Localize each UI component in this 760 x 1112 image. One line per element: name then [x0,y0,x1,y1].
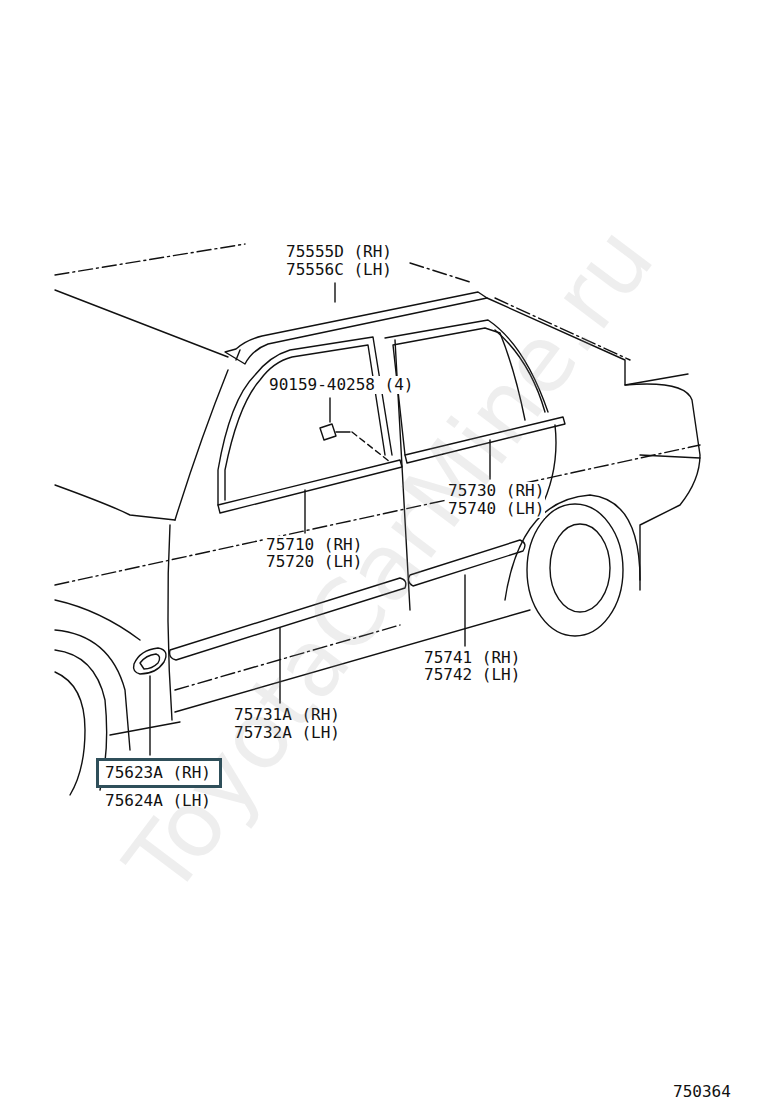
a-pillar [175,370,228,520]
leader-line [329,398,330,422]
roof-molding [225,292,487,364]
roof-molding-end [236,350,240,360]
rear-tire [527,504,623,636]
rear-end [625,384,700,590]
front-window-frame [218,337,392,505]
watermark: ToyotaCarMine.ru [105,207,674,913]
leader-line [304,490,305,533]
part-number: 75742 (LH) [423,666,521,684]
leader-line [334,283,335,302]
roof-line [55,244,245,275]
part-number: 90159-40258 (4) [268,376,415,394]
rocker-line [110,722,180,735]
roof-line [410,263,470,282]
leader-line [464,575,465,646]
part-number: 75741 (RH) [423,649,521,667]
rear-rim [550,524,610,612]
leader-line [149,676,150,755]
side-marker [134,648,166,674]
highlighted-callout: 75623A (RH) [96,758,222,788]
windshield-edge [55,290,228,357]
figure-number: 750364 [672,1083,732,1101]
bolt-head [320,424,336,440]
hood-edge [55,485,175,520]
part-number: 75555D (RH) [285,243,393,261]
front-wheel-arch [55,630,130,750]
part-number: 75623A (RH) [99,761,219,785]
part-number: 75556C (LH) [285,261,393,279]
door-gap [168,525,172,720]
fender-line [55,600,140,640]
bolt-shank [336,431,350,432]
front-tire [55,672,85,795]
side-marker-lens [140,654,160,669]
install-line [352,432,390,462]
